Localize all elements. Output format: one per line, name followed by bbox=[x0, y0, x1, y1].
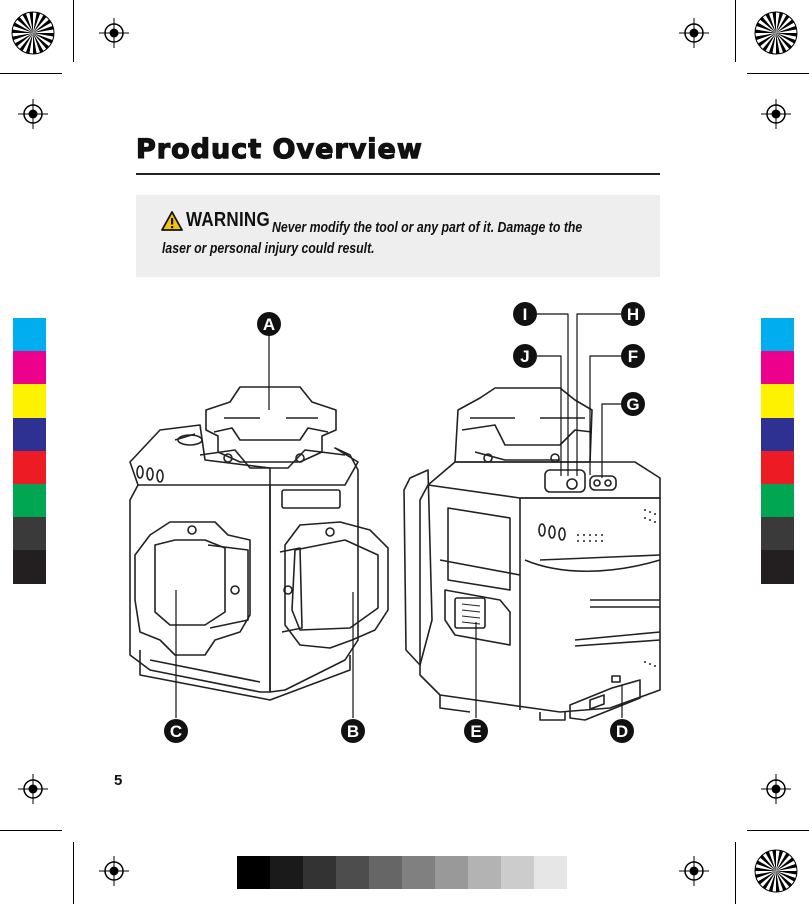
callout-g: G bbox=[621, 392, 645, 416]
callout-d: D bbox=[610, 719, 634, 743]
callout-letter: G bbox=[626, 395, 639, 414]
callout-letter: I bbox=[523, 305, 528, 324]
callout-letter: C bbox=[170, 722, 182, 741]
callout-b: B bbox=[341, 719, 365, 743]
callout-e: E bbox=[464, 719, 488, 743]
callout-f: F bbox=[621, 344, 645, 368]
callout-letter: J bbox=[520, 347, 529, 366]
callout-letter: D bbox=[616, 722, 628, 741]
laser-level-front-view bbox=[130, 387, 388, 700]
callout-c: C bbox=[164, 719, 188, 743]
callout-a: A bbox=[257, 312, 281, 336]
laser-level-side-view bbox=[404, 388, 660, 720]
callout-letter: A bbox=[263, 315, 275, 334]
callout-h: H bbox=[621, 302, 645, 326]
callout-leader-lines bbox=[176, 314, 622, 718]
page-number: 5 bbox=[114, 772, 122, 789]
callout-i: I bbox=[513, 302, 537, 326]
callout-letter: B bbox=[347, 722, 359, 741]
callout-letter: F bbox=[628, 347, 638, 366]
callout-j: J bbox=[513, 344, 537, 368]
callout-letter: H bbox=[627, 305, 639, 324]
callout-letter: E bbox=[470, 722, 481, 741]
